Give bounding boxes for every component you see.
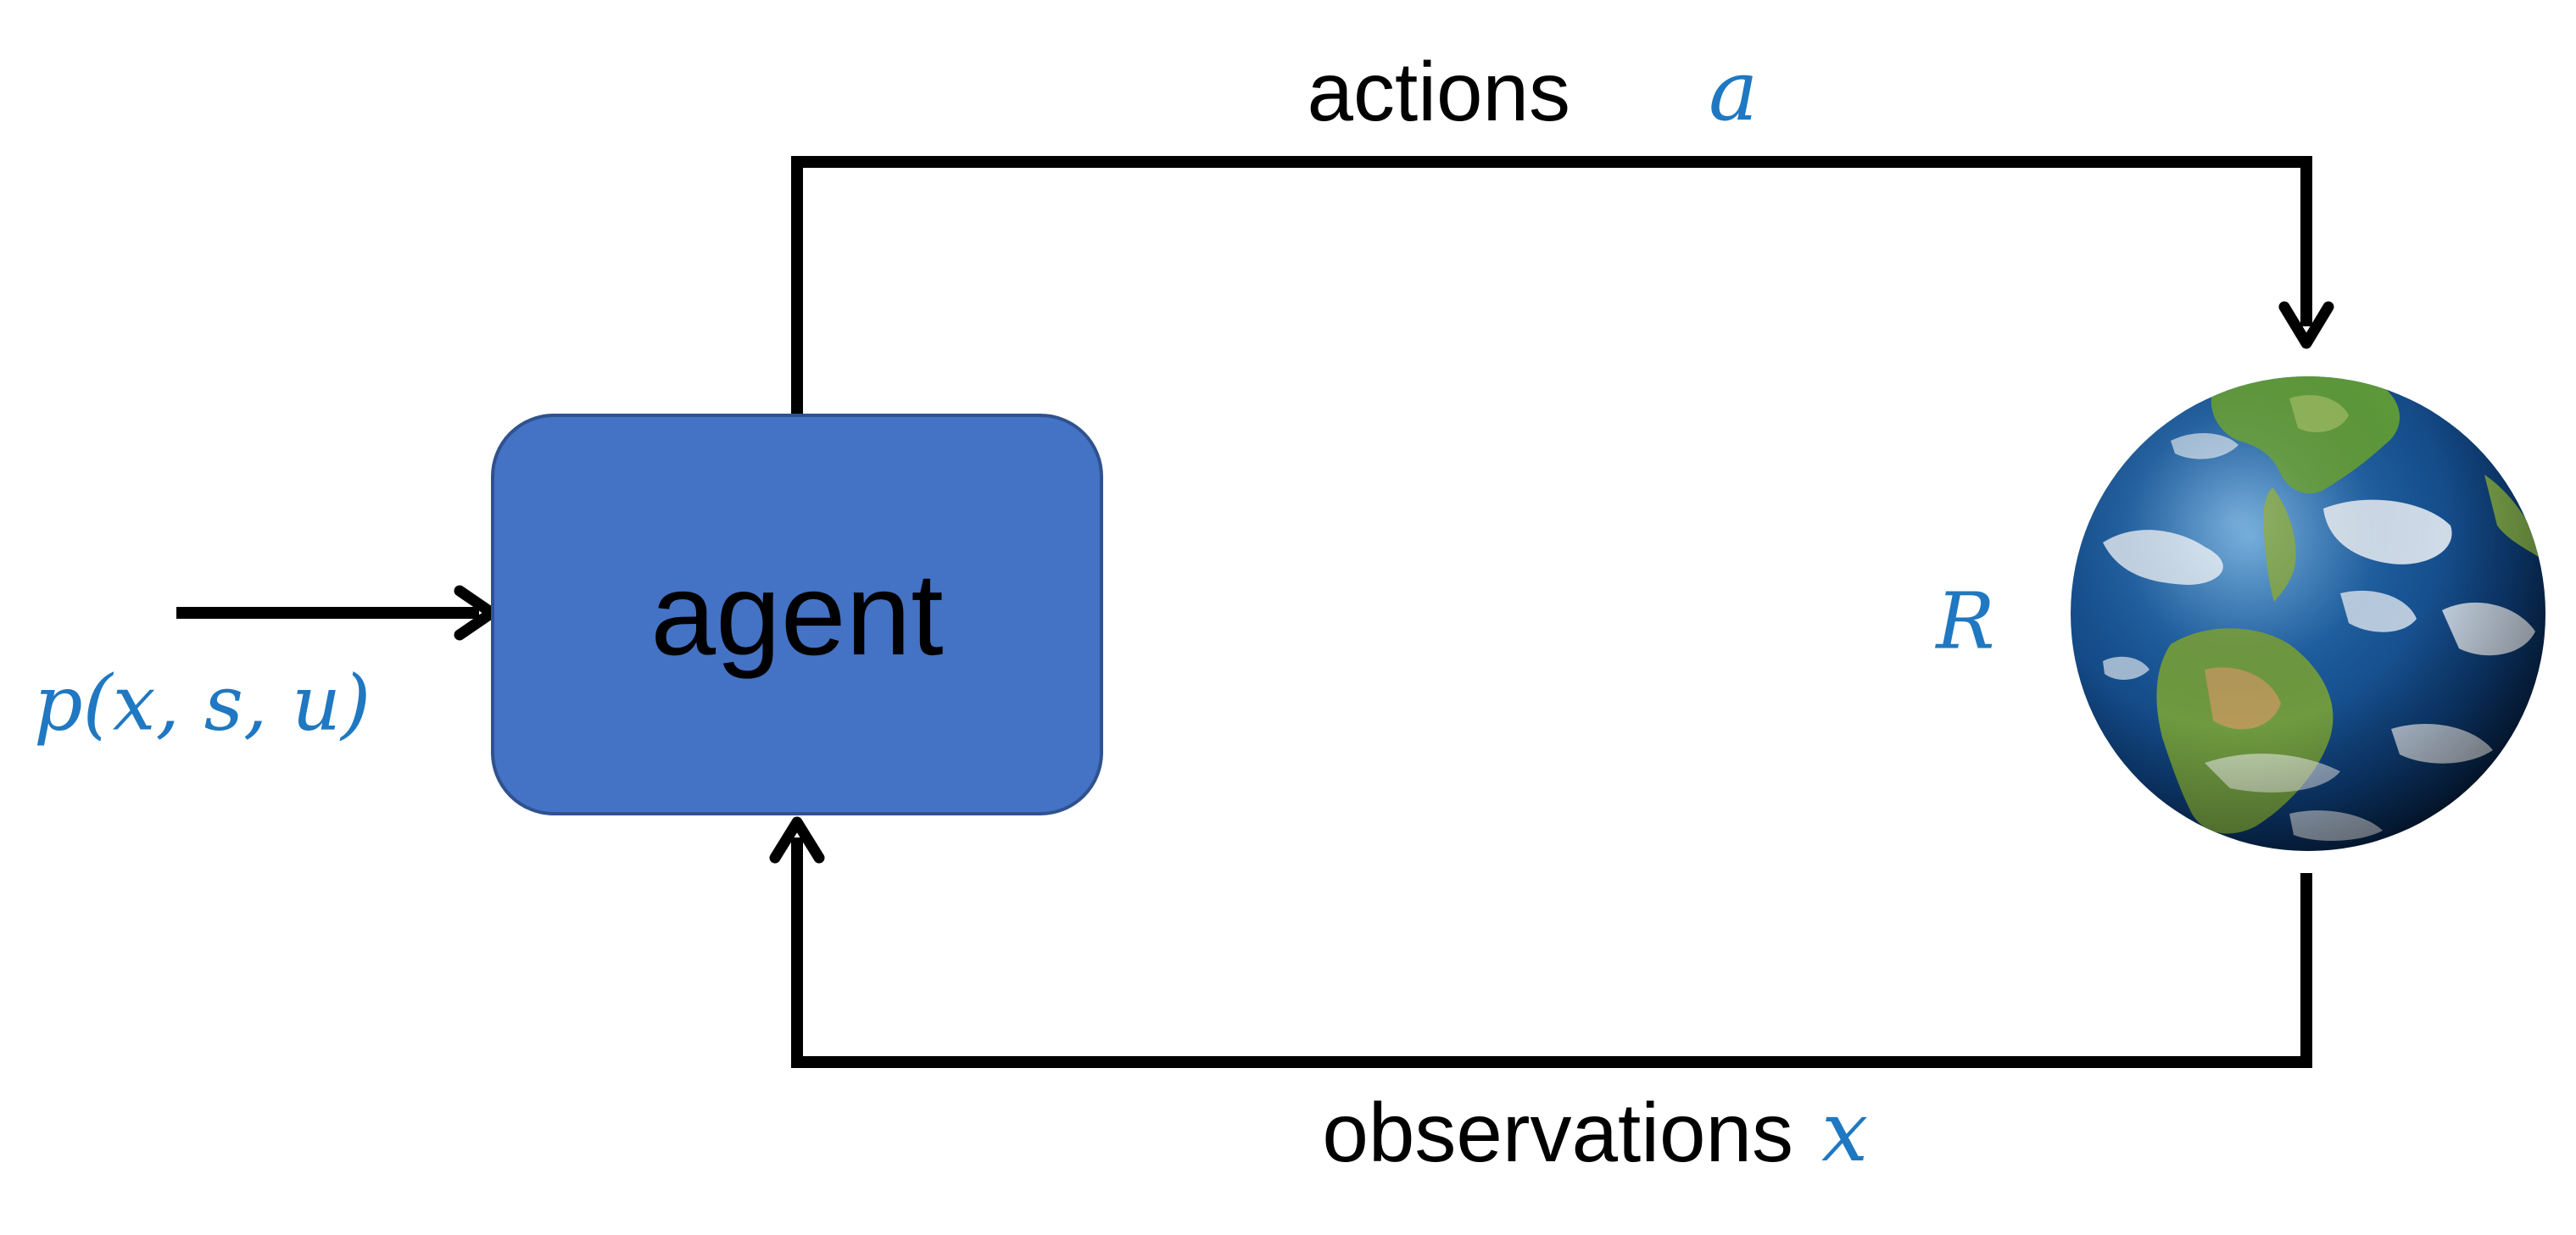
agent-label: agent	[650, 549, 943, 680]
actions-arrowhead	[2278, 301, 2334, 349]
input-distribution-label: p(x, s, u)	[34, 659, 371, 748]
observations-label: observations	[1322, 1086, 1793, 1179]
observations-path	[791, 837, 2312, 1068]
observations-arrowhead	[769, 816, 825, 864]
reward-label: R	[1934, 576, 1994, 667]
actions-symbol: a	[1709, 43, 1758, 140]
actions-label: actions	[1307, 45, 1570, 138]
actions-path	[791, 156, 2312, 415]
observations-symbol: x	[1821, 1084, 1868, 1181]
agent-box	[491, 414, 1103, 815]
earth-globe-icon	[2071, 376, 2545, 851]
